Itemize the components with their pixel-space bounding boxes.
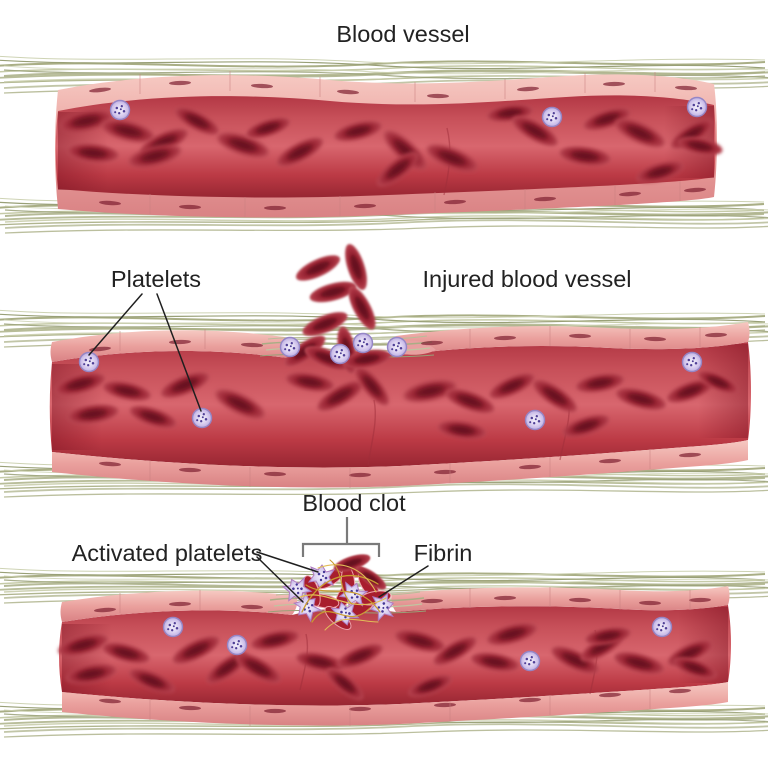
label-blood-vessel: Blood vessel [336,21,469,47]
annotations: Blood vessel Platelets Injured blood ves… [72,21,632,603]
platelet-at-wound [329,343,351,365]
platelets-leader-lines [88,293,202,412]
panel-injured-vessel [0,242,768,498]
platelet-at-wound [386,336,408,358]
vessel-wall-bottom [62,682,728,726]
platelet [651,616,673,638]
wall-crease [367,399,377,466]
platelet [686,96,708,118]
blood-clot-bracket [301,517,381,557]
platelet [162,616,184,638]
vessel-lumen [59,605,731,706]
blood-clot [279,551,398,634]
platelet-at-wound [279,336,301,358]
platelet [519,650,541,672]
label-blood-clot: Blood clot [302,490,406,516]
platelet [681,351,703,373]
panel-normal-vessel [0,55,768,234]
label-injured-blood-vessel: Injured blood vessel [422,266,631,292]
platelet [191,407,213,429]
label-platelets: Platelets [111,266,201,292]
vessel-wall-bottom [52,440,748,488]
fibrin-threads [297,559,387,631]
vessel-wall-left [50,330,294,362]
vessel-wall-right [395,322,750,355]
platelet [109,99,131,121]
vessel-wall-right [391,586,730,612]
platelet-at-wound [352,332,374,354]
platelet [524,409,546,431]
platelet [226,634,248,656]
activated-platelets-leader-lines [256,551,319,603]
panel-clotted-vessel [0,551,768,738]
fibrin-leader-line [378,565,429,598]
label-activated-platelets: Activated platelets [72,540,263,566]
label-fibrin: Fibrin [414,540,473,566]
platelet [541,106,563,128]
